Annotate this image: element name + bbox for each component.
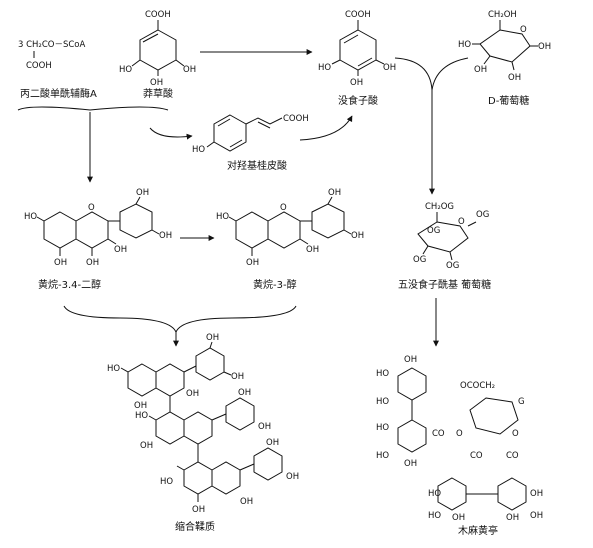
svg-text:OH: OH (383, 63, 396, 73)
svg-text:HO: HO (458, 40, 471, 50)
svg-text:OH: OH (54, 258, 67, 268)
flavan-3-ol-node: O HO OH OH OH OH 黄烷-3-醇 (216, 188, 364, 291)
svg-text:HO: HO (119, 65, 132, 75)
svg-text:CO: CO (432, 429, 445, 439)
svg-text:O: O (88, 203, 95, 213)
p-coumaric-acid-node: COOH HO 对羟基桂皮酸 (192, 114, 309, 172)
svg-text:HO: HO (192, 145, 205, 155)
svg-text:OH: OH (306, 245, 319, 255)
svg-text:OH: OH (404, 459, 417, 469)
svg-text:CH₂OH: CH₂OH (488, 10, 517, 20)
svg-text:HO: HO (107, 364, 120, 374)
shikimic-acid-label: 莽草酸 (143, 87, 173, 100)
svg-text:OH: OH (134, 401, 147, 411)
svg-text:OH: OH (538, 42, 551, 52)
condensed-tannin-label: 缩合鞣质 (175, 520, 215, 533)
svg-text:OH: OH (159, 231, 172, 241)
svg-text:OH: OH (183, 65, 196, 75)
pentagalloyl-glucose-label: 五没食子酰基 葡萄糖 (398, 278, 491, 291)
flavan-3-4-diol-node: O HO OH OH OH OH OH 黄烷-3.4-二醇 (24, 188, 172, 291)
malonyl-coa-formula: 3 CH₂CO－SCoA (18, 40, 86, 50)
svg-text:OG: OG (427, 226, 440, 236)
svg-text:OH: OH (350, 78, 363, 88)
svg-text:OH: OH (186, 389, 199, 399)
svg-text:OH: OH (86, 258, 99, 268)
svg-text:O: O (512, 429, 519, 439)
pentagalloyl-glucose-node: CH₂OG O OG OG OG OG 五没食子酰基 葡萄糖 (398, 202, 491, 291)
gallic-acid-node: COOH HO OH OH 没食子酸 (318, 10, 396, 107)
svg-text:HO: HO (135, 411, 148, 421)
arrow-shikimic-to-coumaric (149, 127, 193, 140)
gallic-acid-label: 没食子酸 (338, 94, 378, 107)
svg-text:HO: HO (376, 369, 389, 379)
svg-text:OH: OH (192, 505, 205, 515)
svg-text:OH: OH (351, 231, 364, 241)
flavan-3-ol-label: 黄烷-3-醇 (253, 278, 297, 291)
svg-text:OH: OH (240, 497, 253, 507)
svg-text:OH: OH (506, 513, 519, 523)
pathway-arrows (17, 49, 469, 347)
svg-text:COOH: COOH (145, 10, 171, 20)
hydrolysable-tannin-label: 木麻黄亭 (458, 524, 498, 537)
malonyl-coa-cooh: COOH (26, 61, 52, 71)
malonyl-coa-node: 3 CH₂CO－SCoA COOH 丙二酸单酰辅酶A (18, 40, 97, 100)
svg-text:OH: OH (231, 372, 244, 382)
malonyl-coa-label: 丙二酸单酰辅酶A (20, 87, 97, 100)
shikimic-acid-node: COOH HO OH OH 莽草酸 (119, 10, 196, 100)
svg-text:COOH: COOH (283, 114, 309, 124)
svg-text:OG: OG (446, 261, 459, 271)
svg-text:OH: OH (258, 422, 271, 432)
svg-text:OH: OH (266, 438, 279, 448)
svg-text:HO: HO (216, 212, 229, 222)
svg-text:OH: OH (206, 333, 219, 343)
svg-text:OH: OH (530, 489, 543, 499)
merge-gallic (394, 57, 433, 91)
svg-text:OH: OH (530, 511, 543, 521)
svg-text:OG: OG (476, 210, 489, 220)
svg-text:HO: HO (376, 423, 389, 433)
d-glucose-node: CH₂OH O OH HO OH OH D-葡萄糖 (458, 10, 551, 107)
svg-text:OH: OH (150, 78, 163, 88)
svg-text:O: O (520, 25, 527, 35)
svg-text:OH: OH (238, 388, 251, 398)
bracket-precursors (17, 106, 169, 111)
merge-glucose (431, 57, 469, 91)
svg-text:O: O (456, 429, 463, 439)
svg-text:HO: HO (428, 511, 441, 521)
svg-text:OH: OH (140, 441, 153, 451)
svg-text:OH: OH (286, 472, 299, 482)
hydrolysable-tannin-node: HO HO OH HO HO OH OCOCH₂ G CO O O CO CO … (376, 355, 543, 537)
p-coumaric-acid-label: 对羟基桂皮酸 (227, 159, 287, 172)
svg-text:OH: OH (328, 188, 341, 198)
svg-text:OH: OH (404, 355, 417, 365)
svg-text:CH₂OG: CH₂OG (425, 202, 454, 212)
svg-text:HO: HO (160, 477, 173, 487)
svg-text:OH: OH (508, 73, 521, 83)
svg-text:HO: HO (318, 63, 331, 73)
svg-text:OH: OH (474, 65, 487, 75)
condensed-tannin-node: HO OH OH OH OH HO OH OH OH HO OH OH OH O… (107, 333, 299, 533)
arrow-coumaric-to-gallic (299, 115, 353, 141)
svg-text:OH: OH (452, 513, 465, 523)
svg-text:OH: OH (246, 258, 259, 268)
svg-text:O: O (280, 203, 287, 213)
bracket-flavans (63, 305, 297, 334)
d-glucose-label: D-葡萄糖 (488, 94, 529, 107)
svg-text:OH: OH (114, 245, 127, 255)
svg-text:G: G (518, 397, 525, 407)
svg-text:HO: HO (376, 451, 389, 461)
svg-text:CO: CO (470, 451, 483, 461)
flavan-3-4-diol-label: 黄烷-3.4-二醇 (38, 278, 101, 291)
svg-text:O: O (458, 217, 465, 227)
svg-text:OCOCH₂: OCOCH₂ (460, 381, 495, 391)
svg-text:HO: HO (376, 397, 389, 407)
svg-text:OG: OG (413, 255, 426, 265)
svg-text:COOH: COOH (345, 10, 371, 20)
svg-text:CO: CO (506, 451, 519, 461)
svg-text:HO: HO (24, 212, 37, 222)
svg-text:HO: HO (428, 489, 441, 499)
svg-text:OH: OH (136, 188, 149, 198)
